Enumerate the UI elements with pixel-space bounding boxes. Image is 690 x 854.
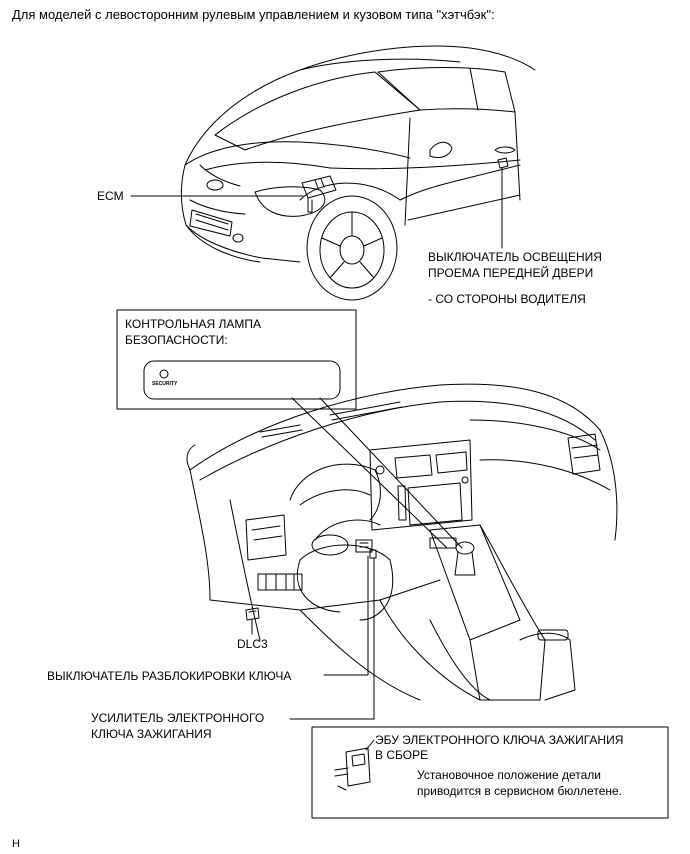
figure-code: H bbox=[12, 838, 20, 850]
security-callout-line-1 bbox=[291, 397, 448, 549]
label-ecu-line1: ЭБУ ЭЛЕКТРОННОГО КЛЮЧА ЗАЖИГАНИЯ bbox=[375, 733, 624, 747]
ecu-leader bbox=[365, 739, 375, 751]
security-indicator-light bbox=[159, 369, 169, 379]
label-dlc3: DLC3 bbox=[237, 637, 268, 651]
label-door-switch-side: - СО СТОРОНЫ ВОДИТЕЛЯ bbox=[428, 292, 586, 306]
security-lamp-box bbox=[116, 309, 357, 410]
label-door-switch-line1: ВЫКЛЮЧАТЕЛЬ ОСВЕЩЕНИЯ bbox=[428, 250, 602, 264]
security-indicator-panel bbox=[143, 360, 341, 400]
dashboard-illustration bbox=[186, 383, 618, 701]
ecu-module-icon bbox=[334, 747, 371, 791]
amplifier-leader bbox=[289, 557, 375, 720]
ecu-note-line1: Установочное положение детали bbox=[417, 768, 602, 782]
label-ecu-line2: В СБОРЕ bbox=[375, 748, 429, 762]
label-security-lamp-line1: КОНТРОЛЬНАЯ ЛАМПА bbox=[125, 317, 262, 331]
label-key-unlock-switch: ВЫКЛЮЧАТЕЛЬ РАЗБЛОКИРОВКИ КЛЮЧА bbox=[47, 669, 292, 683]
label-door-switch-line2: ПРОЕМА ПЕРЕДНЕЙ ДВЕРИ bbox=[428, 266, 594, 280]
car-illustration bbox=[180, 45, 536, 301]
label-amplifier-line1: УСИЛИТЕЛЬ ЭЛЕКТРОННОГО bbox=[91, 711, 265, 725]
label-amplifier-line2: КЛЮЧА ЗАЖИГАНИЯ bbox=[91, 727, 212, 741]
ecu-note-line2: приводится в сервисном бюллетене. bbox=[417, 784, 623, 798]
key-unlock-leader bbox=[323, 555, 369, 676]
label-security-lamp-line2: БЕЗОПАСНОСТИ: bbox=[125, 333, 228, 347]
security-indicator-text: SECURITY bbox=[152, 381, 178, 387]
ecu-box bbox=[311, 726, 669, 819]
page-title: Для моделей с левосторонним рулевым упра… bbox=[12, 7, 495, 22]
label-ecm: ECM bbox=[97, 189, 124, 203]
